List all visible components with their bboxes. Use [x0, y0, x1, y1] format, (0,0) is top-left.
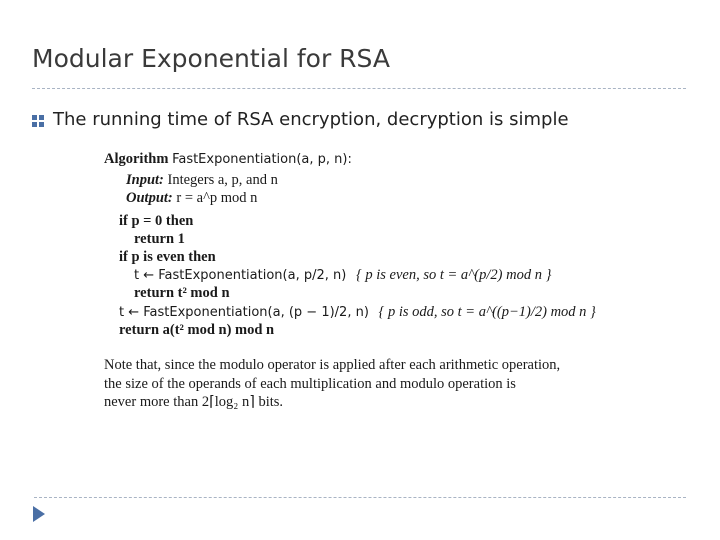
- algorithm-keyword: Algorithm: [104, 151, 169, 167]
- algorithm-line-odd-recursion: t ← FastExponentiation(a, (p − 1)/2, n) …: [119, 303, 596, 322]
- algorithm-line-if-zero: if p = 0 then: [119, 213, 194, 229]
- bullet-text: The running time of RSA encryption, decr…: [53, 109, 569, 130]
- note-paragraph: Note that, since the modulo operator is …: [104, 356, 624, 412]
- algorithm-line-return-final: return a(t² mod n) mod n: [119, 322, 275, 338]
- output-label: Output:: [126, 190, 173, 206]
- algorithm-header: Algorithm FastExponentiation(a, p, n):: [104, 150, 352, 169]
- algorithm-line-even-recursion: t ← FastExponentiation(a, p/2, n) { p is…: [134, 266, 551, 285]
- note-line-2: the size of the operands of each multipl…: [104, 375, 516, 392]
- footer-divider: [34, 497, 686, 498]
- algorithm-name: FastExponentiation(a, p, n):: [172, 152, 352, 167]
- play-arrow-icon[interactable]: [33, 506, 45, 522]
- output-text: r = a^p mod n: [176, 190, 258, 206]
- algorithm-output: Output: r = a^p mod n: [126, 189, 257, 207]
- algorithm-line-return-one: return 1: [134, 231, 185, 247]
- note-line-3: never more than 2⌈log₂ n⌉ bits.: [104, 394, 284, 410]
- input-text: Integers a, p, and n: [167, 172, 278, 188]
- odd-recursion-comment: { p is odd, so t = a^((p−1)/2) mod n }: [378, 304, 596, 320]
- algorithm-input: Input: Integers a, p, and n: [126, 171, 278, 189]
- even-recursion-code: t ← FastExponentiation(a, p/2, n): [134, 268, 347, 283]
- bullet-icon: [32, 114, 44, 127]
- algorithm-line-if-even: if p is even then: [119, 249, 216, 265]
- input-label: Input:: [126, 172, 164, 188]
- title-divider: [32, 88, 686, 89]
- bullet-item: The running time of RSA encryption, decr…: [32, 109, 569, 130]
- note-line-1: Note that, since the modulo operator is …: [104, 357, 561, 373]
- algorithm-line-return-square: return t² mod n: [134, 285, 230, 301]
- even-recursion-comment: { p is even, so t = a^(p/2) mod n }: [355, 267, 552, 283]
- slide-title: Modular Exponential for RSA: [32, 44, 390, 73]
- odd-recursion-code: t ← FastExponentiation(a, (p − 1)/2, n): [119, 305, 369, 320]
